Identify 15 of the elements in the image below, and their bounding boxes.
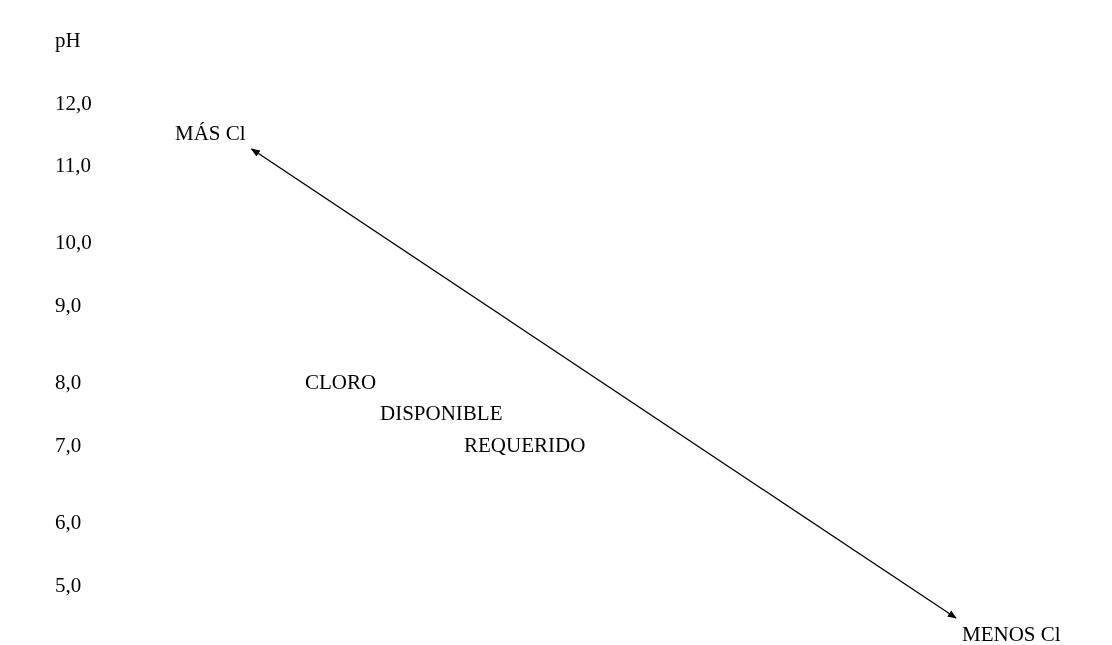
- axis-end-label: MENOS Cl: [962, 622, 1061, 645]
- axis-tick-label: 6,0: [55, 510, 82, 534]
- axis-tick-label: 12,0: [55, 91, 92, 115]
- axis-tick-label: 10,0: [55, 230, 92, 254]
- annotation-text: CLORO: [305, 370, 377, 394]
- axis-tick-label: 7,0: [55, 433, 82, 457]
- axis-tick-label: 9,0: [55, 293, 82, 317]
- axis-tick-label: 8,0: [55, 370, 82, 394]
- axis-tick-label: 11,0: [55, 153, 91, 177]
- axis-tick-label: 5,0: [55, 573, 82, 597]
- annotation-text: DISPONIBLE: [380, 401, 503, 425]
- axis-title: pH: [55, 28, 81, 52]
- annotation-text: REQUERIDO: [464, 433, 586, 457]
- axis-end-label: MÁS Cl: [175, 121, 246, 145]
- double-headed-arrow: [250, 148, 957, 619]
